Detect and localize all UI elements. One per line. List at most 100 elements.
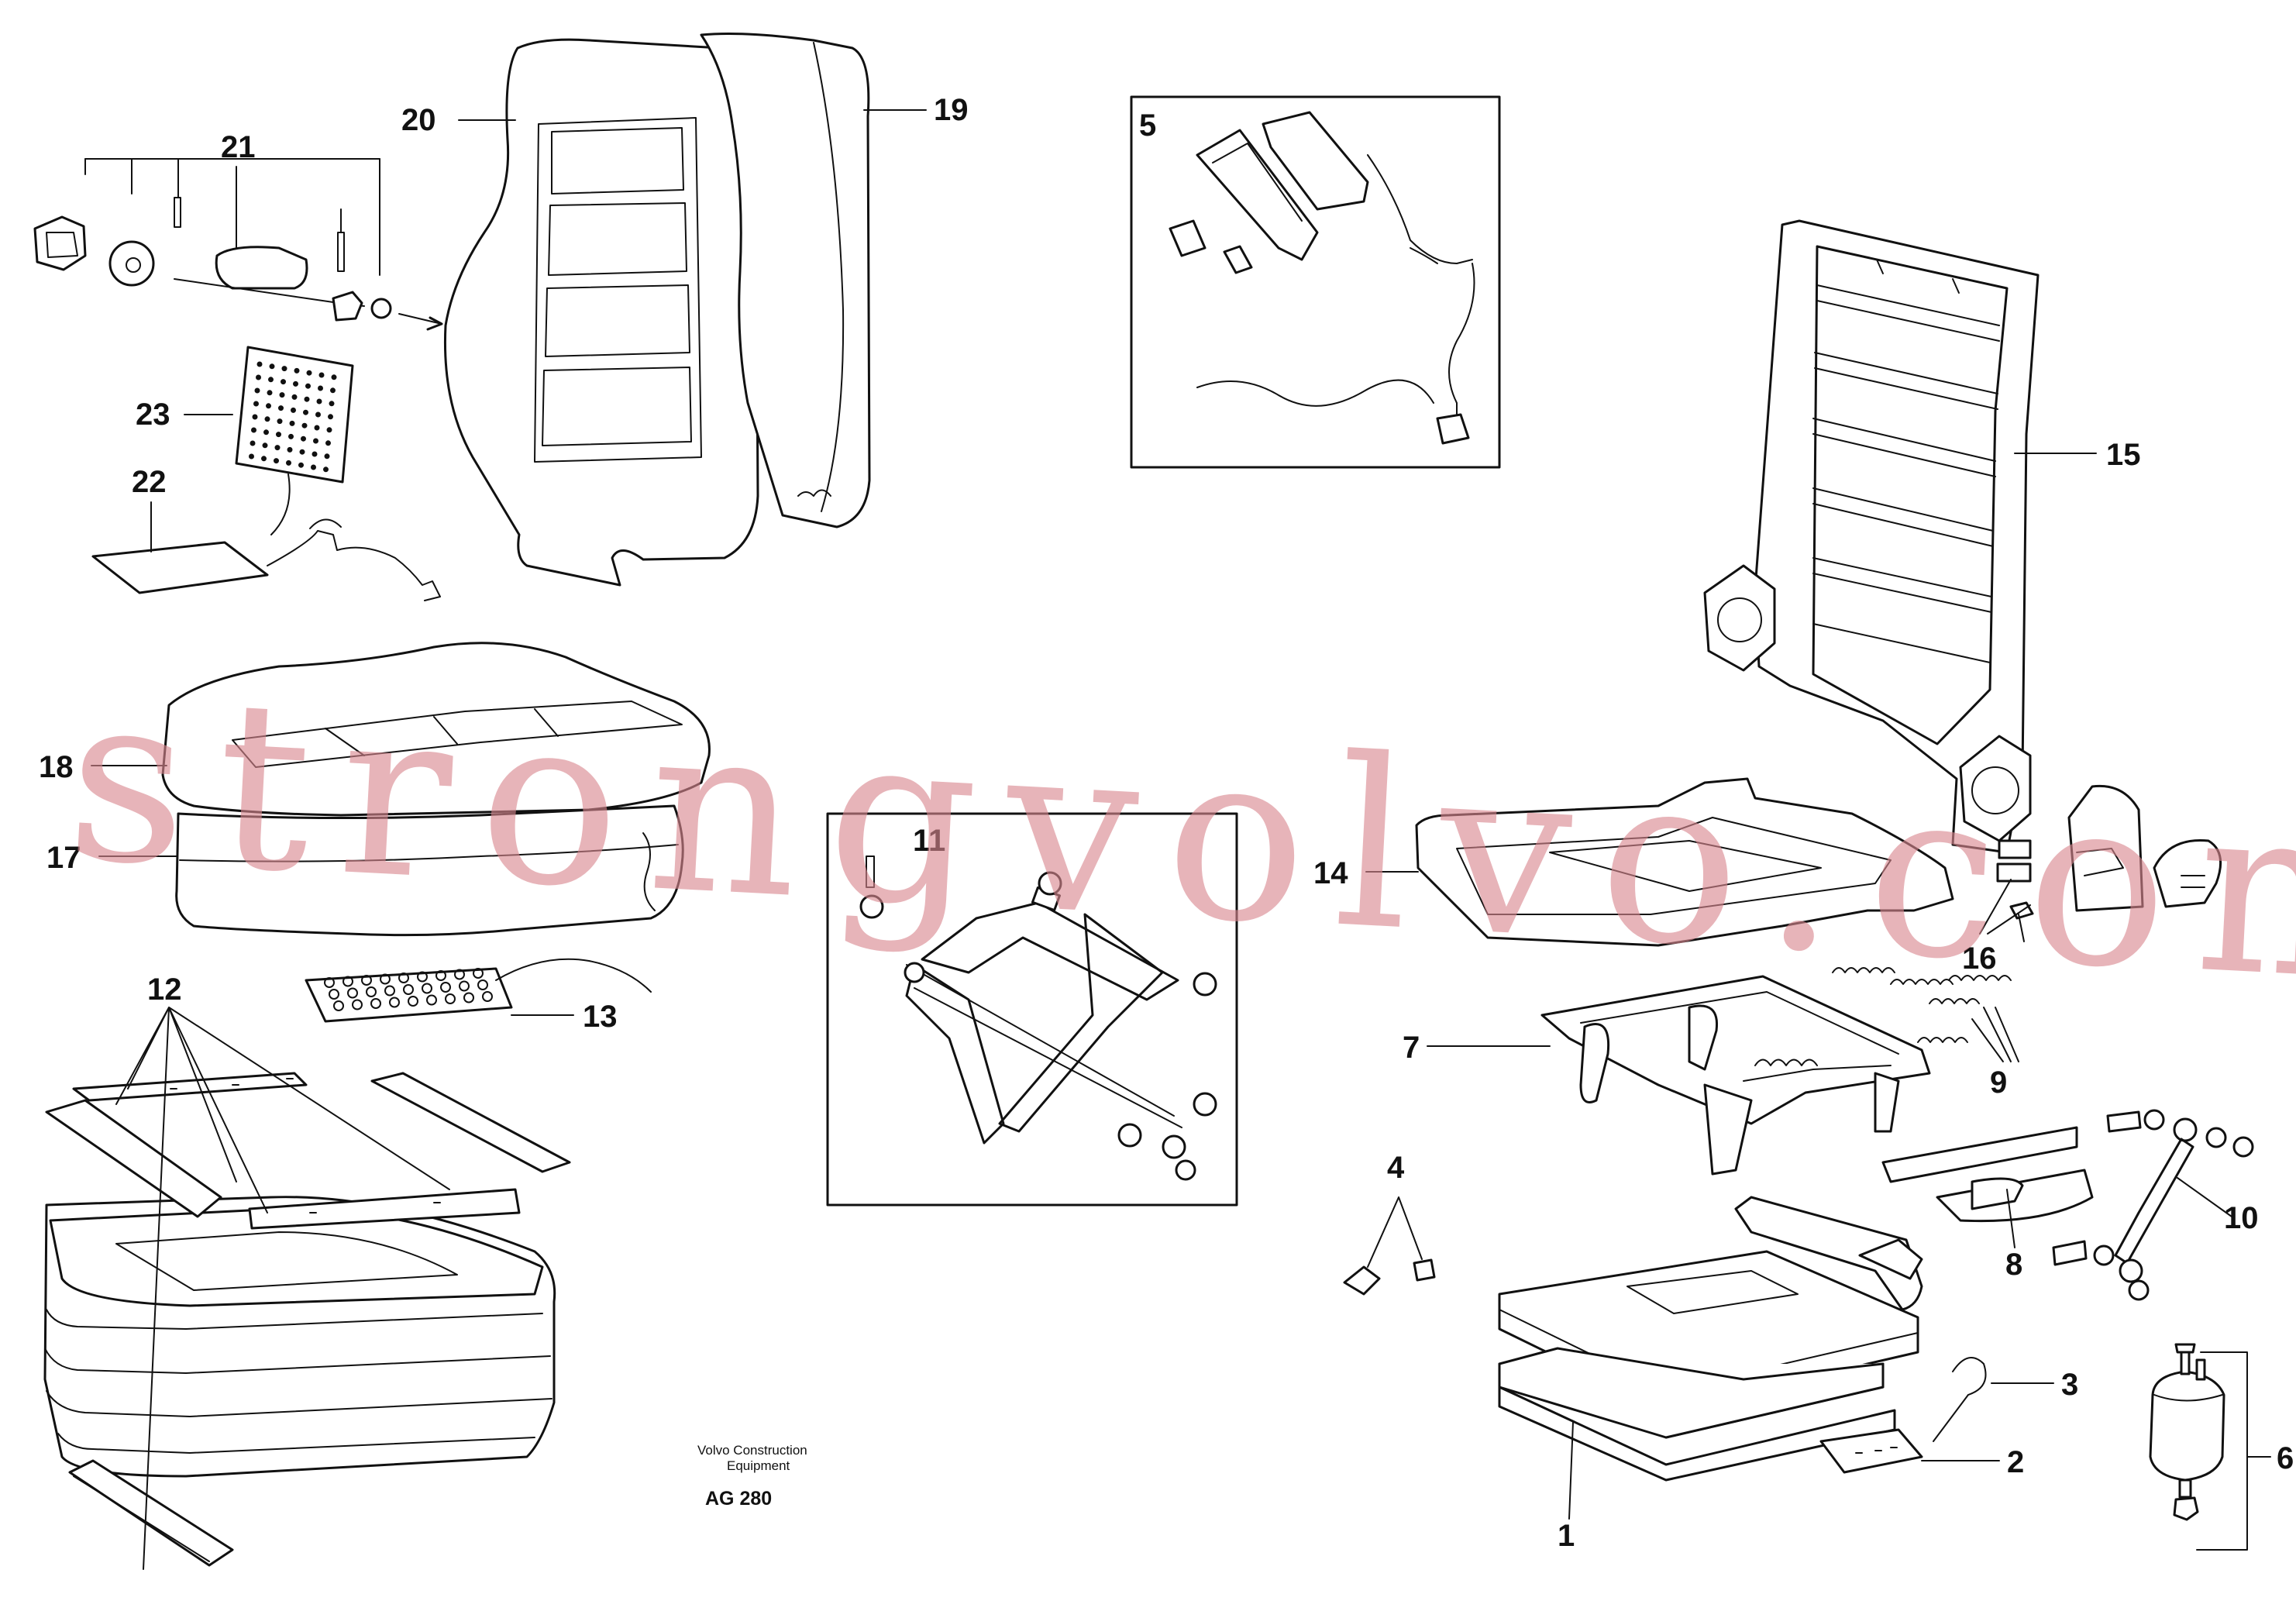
heater-dot <box>252 414 258 420</box>
heater-dot <box>276 432 281 438</box>
pad-dot <box>324 977 335 988</box>
pad-dot <box>417 971 428 983</box>
heater-dot <box>301 422 308 429</box>
heater-dot <box>281 379 286 385</box>
pad-dot <box>482 991 493 1002</box>
pad-dot <box>403 984 414 995</box>
side-covers <box>1979 784 2222 942</box>
label-2: 2 <box>2007 1445 2024 1479</box>
label-19: 19 <box>934 93 969 127</box>
heater-dot <box>291 407 296 413</box>
label-23: 23 <box>136 398 170 432</box>
label-13: 13 <box>583 1000 618 1034</box>
heater-mat-with-cable: 22 <box>91 465 441 601</box>
label-16: 16 <box>1962 942 1997 976</box>
heater-dot <box>314 425 320 431</box>
part-labels: 20 19 15 18 17 13 14 16 7 9 4 10 8 3 2 6… <box>39 93 2294 1553</box>
heater-dot <box>318 385 323 391</box>
switch-harness-inset: 5 <box>1130 95 1501 469</box>
pad-dot <box>463 992 474 1004</box>
label-17: 17 <box>46 841 81 875</box>
pad-dot <box>408 996 418 1007</box>
backrest-back-cover <box>700 33 871 528</box>
pad-dot <box>389 997 400 1008</box>
pad-dot <box>473 968 484 979</box>
heater-dot <box>264 416 270 422</box>
label-11: 11 <box>913 824 945 858</box>
label-9: 9 <box>1990 1065 2007 1100</box>
link-and-bolts <box>2052 1109 2254 1301</box>
heater-dot <box>306 370 312 376</box>
heater-dot <box>312 451 318 457</box>
heater-dot <box>288 433 294 439</box>
label-8: 8 <box>2005 1248 2022 1282</box>
heater-dot <box>278 405 284 411</box>
heater-dot <box>287 446 293 453</box>
label-18: 18 <box>39 750 74 784</box>
pad-dot <box>445 993 456 1004</box>
credit-line-1: Volvo Construction <box>697 1443 807 1458</box>
label-14: 14 <box>1313 856 1348 890</box>
label-12: 12 <box>147 973 182 1007</box>
mounting-rails <box>45 1072 571 1230</box>
pad-dot <box>347 987 358 999</box>
seat-cushion-cover <box>161 642 711 817</box>
heater-dot <box>305 383 311 389</box>
heater-dot <box>330 387 336 394</box>
heater-dot <box>277 418 283 425</box>
heater-dot <box>324 453 330 460</box>
heater-dot <box>274 458 279 464</box>
heater-dot <box>293 380 298 387</box>
pad-dot <box>398 973 409 983</box>
pad-dot <box>422 983 432 994</box>
heater-dot <box>286 460 291 466</box>
heater-dot <box>326 427 332 433</box>
heater-dot <box>289 420 295 426</box>
heater-dot <box>301 435 306 442</box>
slide-rail <box>1881 1126 2094 1248</box>
scissor-frame-inset: 11 <box>826 812 1238 1207</box>
label-1: 1 <box>1558 1519 1575 1553</box>
label-10: 10 <box>2224 1201 2259 1235</box>
label-15: 15 <box>2106 438 2141 472</box>
label-12-leaders: 12 <box>115 973 450 1570</box>
heater-dot <box>294 367 300 374</box>
label-22: 22 <box>132 465 167 499</box>
heater-dot <box>279 392 285 398</box>
label-3: 3 <box>2061 1368 2078 1402</box>
pad-dot <box>352 999 363 1010</box>
heater-dot <box>325 440 331 446</box>
clips <box>1343 1196 1436 1296</box>
label-6: 6 <box>2277 1441 2294 1475</box>
heater-dot <box>250 440 256 446</box>
credit-block: Volvo Construction Equipment AG 280 <box>697 1443 807 1510</box>
label-20: 20 <box>401 103 436 137</box>
heater-dot <box>267 390 273 396</box>
heater-dot <box>256 374 261 380</box>
heater-dot <box>299 449 305 455</box>
seat-frame <box>1415 777 1954 947</box>
seat-cushion-foam <box>175 804 684 937</box>
seat-heater-pad <box>305 958 652 1023</box>
heater-dot <box>318 372 325 378</box>
heater-dot <box>254 387 260 394</box>
pad-dot <box>329 989 339 1000</box>
drawing-code: AG 280 <box>705 1488 772 1510</box>
heater-dot <box>313 438 318 444</box>
heater-dot <box>316 398 322 404</box>
backrest-frame <box>1703 219 2040 854</box>
heater-dot <box>249 453 254 460</box>
pad-dot <box>477 979 488 990</box>
pad-dot <box>435 970 446 981</box>
label-7: 7 <box>1403 1031 1420 1065</box>
heater-dot <box>323 466 329 473</box>
heater-dot <box>256 361 263 367</box>
heater-dot <box>261 456 267 462</box>
label-21: 21 <box>221 130 256 164</box>
heater-dot <box>274 445 281 451</box>
heater-dot <box>263 429 269 435</box>
heater-dot <box>328 414 333 420</box>
heater-dot <box>269 363 275 370</box>
heater-dot <box>291 394 298 400</box>
shock-absorber <box>2149 1343 2271 1551</box>
